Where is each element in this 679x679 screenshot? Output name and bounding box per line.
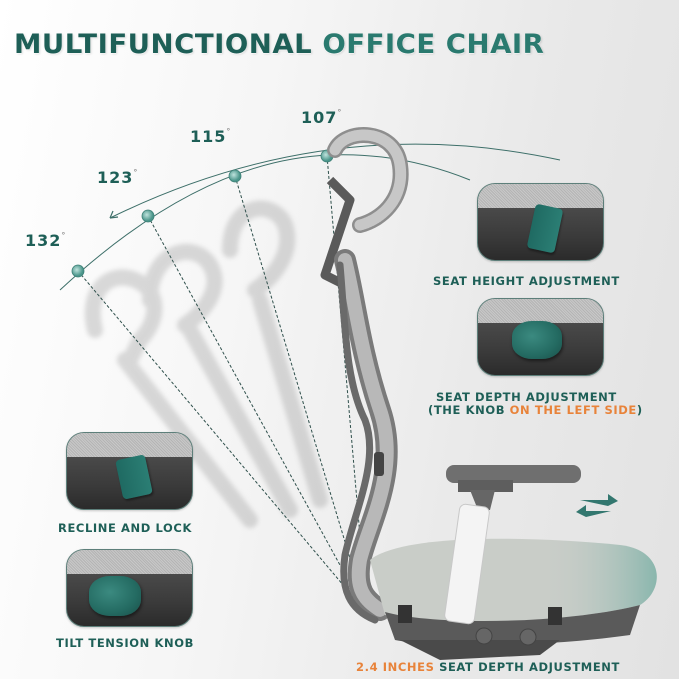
seat-height-label: SEAT HEIGHT ADJUSTMENT (433, 274, 620, 288)
arc-arrow-icon (109, 210, 119, 219)
knob-icon (512, 321, 562, 359)
bidirectional-arrows-icon (576, 494, 618, 517)
seat-depth-panel (477, 298, 604, 376)
recline-lock-panel (66, 432, 193, 510)
seat-depth-note: (THE KNOB ON THE LEFT SIDE) (428, 403, 643, 417)
footer-text: SEAT DEPTH ADJUSTMENT (439, 660, 620, 674)
tilt-tension-panel (66, 549, 193, 627)
title-part-2: OFFICE CHAIR (322, 29, 545, 60)
angle-dot-123 (141, 209, 155, 223)
angle-dot-132 (71, 264, 85, 278)
title-part-1: MULTIFUNCTIONAL (14, 29, 313, 60)
page-title: MULTIFUNCTIONAL OFFICE CHAIR (14, 29, 544, 60)
lever-icon (526, 203, 564, 254)
footer-caption: 2.4 INCHES SEAT DEPTH ADJUSTMENT (356, 660, 620, 674)
angle-label-123: 123° (97, 168, 139, 187)
seat-depth-label: SEAT DEPTH ADJUSTMENT (436, 390, 617, 404)
knob-icon (89, 576, 141, 616)
recline-lock-label: RECLINE AND LOCK (58, 521, 192, 535)
seat-height-panel (477, 183, 604, 261)
angle-label-107: 107° (301, 108, 343, 127)
lever-icon (115, 454, 153, 500)
tilt-tension-label: TILT TENSION KNOB (56, 636, 194, 650)
angle-label-115: 115° (190, 127, 232, 146)
angle-label-132: 132° (25, 231, 67, 250)
angle-dot-115 (228, 169, 242, 183)
footer-highlight: 2.4 INCHES (356, 660, 435, 674)
chair-illustration (320, 127, 657, 660)
inner-arc (59, 154, 471, 291)
